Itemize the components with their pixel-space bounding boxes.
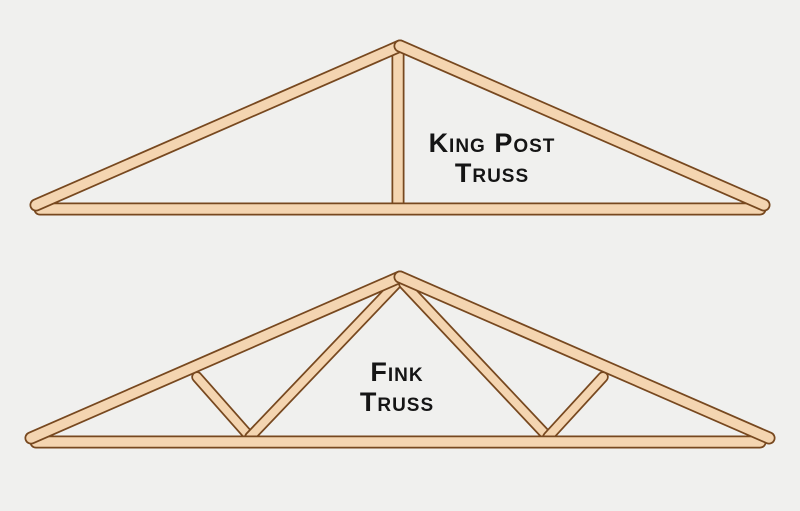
fink-truss-right-short-web xyxy=(542,371,609,443)
fink-truss-right-long-web xyxy=(398,278,554,443)
king-post-truss-right-rafter xyxy=(393,39,771,212)
king-post-truss-left-rafter xyxy=(29,39,407,212)
fink-truss-label-line1: Fink xyxy=(370,357,424,387)
king-post-truss-label: King Post Truss xyxy=(382,128,602,188)
fink-truss-label-line2: Truss xyxy=(359,387,435,417)
fink-truss-right-rafter xyxy=(393,270,776,445)
fink-truss-left-long-web xyxy=(244,278,402,443)
king-post-truss xyxy=(29,39,771,216)
fink-truss-label: Fink Truss xyxy=(287,357,507,417)
king-post-truss-label-line1: King Post xyxy=(428,128,556,158)
fink-truss xyxy=(24,270,776,449)
king-post-truss-label-line2: Truss xyxy=(454,158,530,188)
fink-truss-left-short-web xyxy=(191,371,256,443)
fink-truss-left-rafter xyxy=(24,270,407,445)
